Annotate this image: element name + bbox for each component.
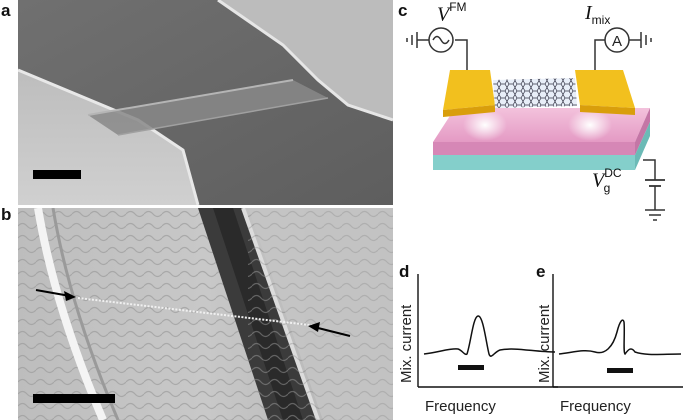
plot-e-xlabel: Frequency	[560, 398, 631, 415]
plot-e-bar	[607, 368, 633, 373]
gate-voltage-label: VDCg	[592, 166, 622, 195]
device-schematic: A VFM Imix VDCg	[395, 0, 685, 255]
plot-e	[552, 274, 683, 388]
plot-d-curve	[423, 315, 556, 357]
panel-e-label: e	[536, 262, 546, 281]
source-voltage-label: VFM	[437, 0, 467, 26]
sem-image-a	[18, 0, 393, 205]
plot-d-xlabel: Frequency	[425, 398, 496, 415]
sem-image-b-graphic	[18, 208, 393, 420]
scale-bar-a	[33, 170, 81, 179]
panel-d-label: d	[399, 262, 410, 281]
plot-d	[417, 274, 558, 388]
sem-image-b	[18, 208, 393, 420]
scale-bar-b	[33, 394, 115, 403]
plot-d-ylabel: Mix. current	[398, 304, 415, 383]
plot-e-ylabel: Mix. current	[536, 304, 553, 383]
ammeter-label: A	[612, 33, 622, 50]
device-schematic-graphic: A	[406, 27, 665, 221]
panel-c-label: c	[398, 1, 408, 20]
panel-b-label: b	[1, 205, 12, 224]
sem-image-a-graphic	[18, 0, 393, 205]
plot-d-bar	[458, 365, 484, 370]
plot-e-curve	[558, 319, 682, 356]
mix-current-label: Imix	[585, 2, 611, 27]
panel-a-label: a	[1, 1, 11, 20]
